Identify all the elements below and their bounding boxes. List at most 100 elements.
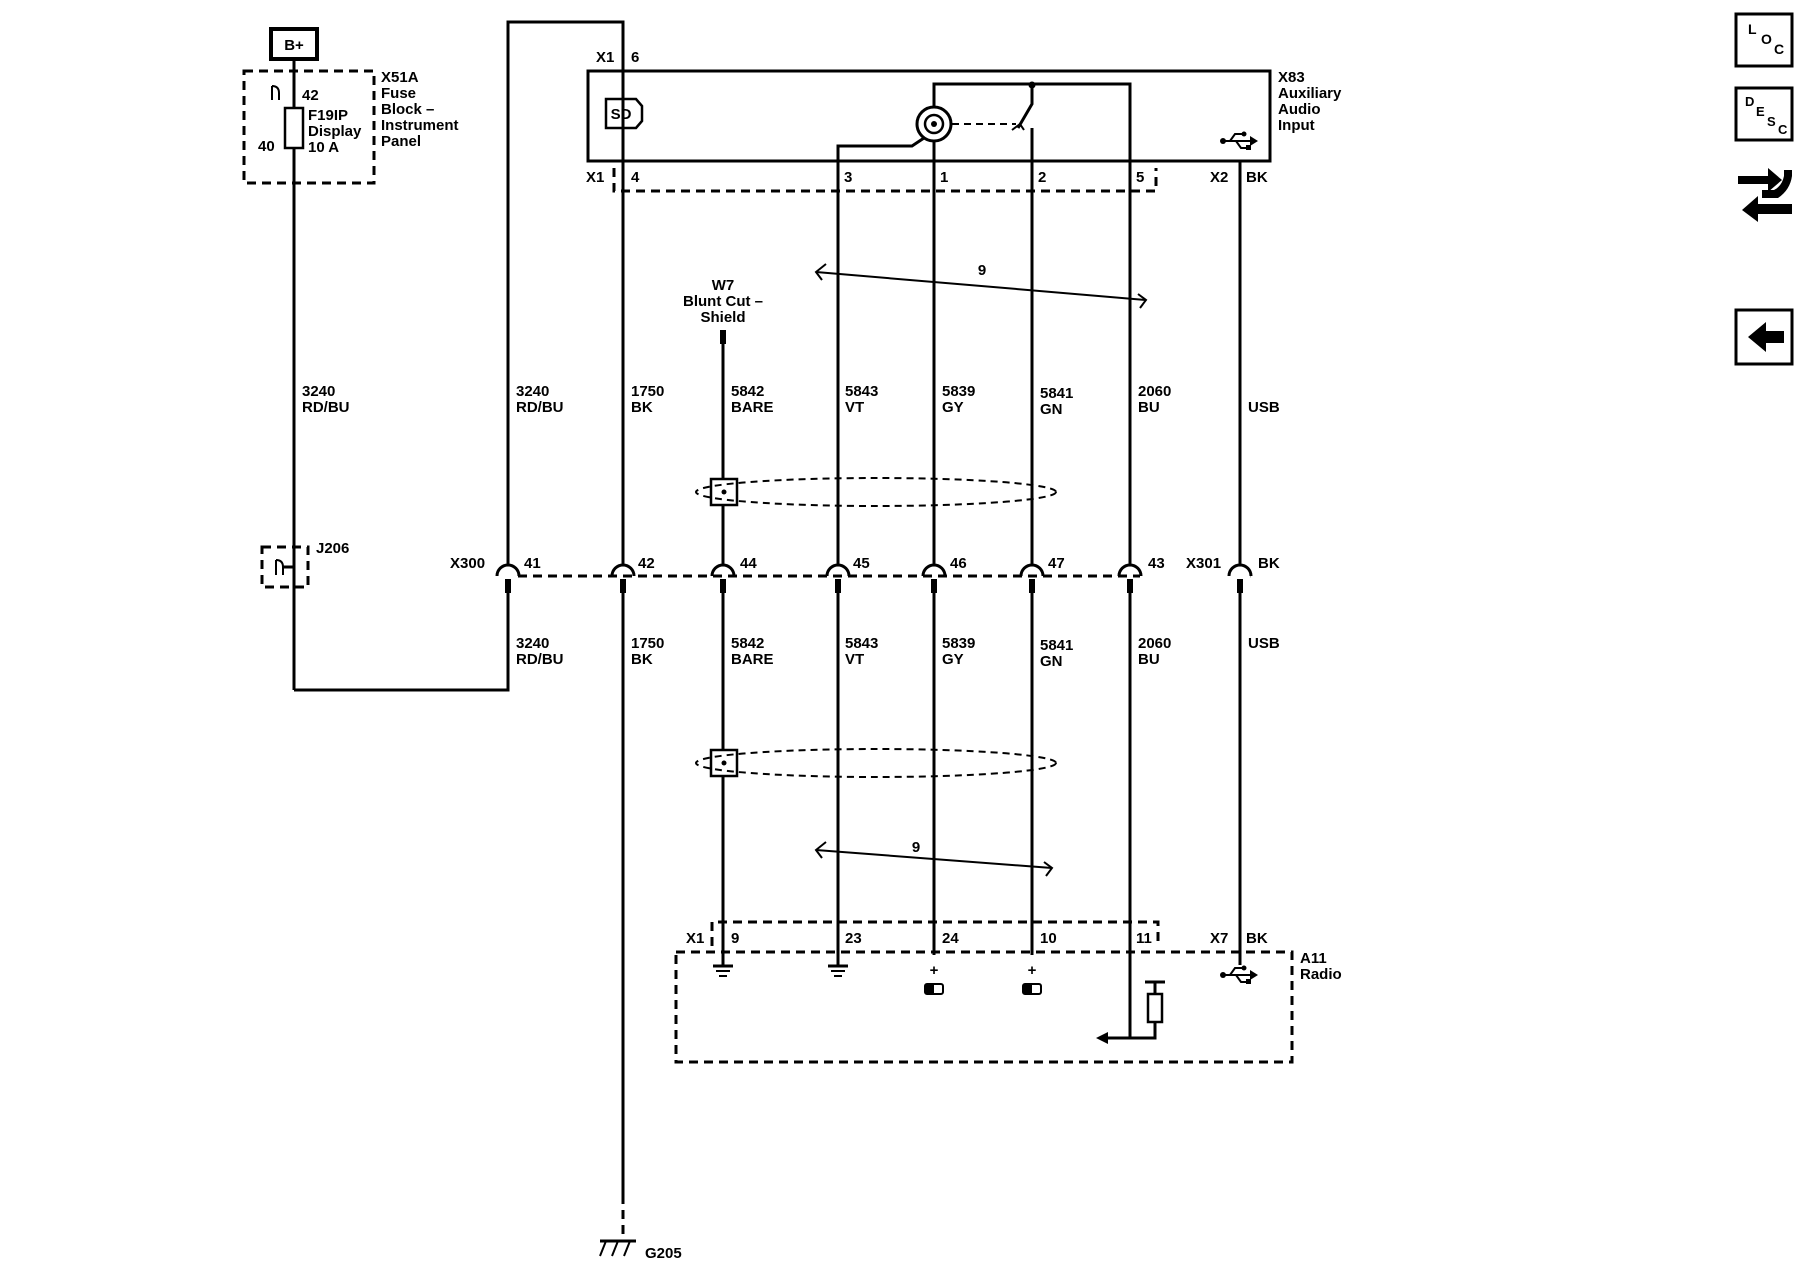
back-arrow-icon (1748, 322, 1784, 352)
shield-w7: W7 Blunt Cut – Shield (683, 277, 763, 344)
twisted-pair-upper: 9 (814, 262, 1148, 309)
wire-label-47-lower-circuit: 5841 (1040, 637, 1073, 654)
aux-x1-top-label: X1 (596, 49, 614, 66)
x300-pin-41: 41 (524, 555, 541, 572)
wire-label-41-upper-circuit: 3240 (516, 383, 549, 400)
wire-label-41-lower-circuit: 3240 (516, 635, 549, 652)
connector-info-button[interactable] (1738, 168, 1792, 222)
radio-name: Radio (1300, 966, 1342, 983)
aux-input-name-1: Auxiliary (1278, 85, 1342, 102)
fuse-block-name-4: Panel (381, 133, 421, 150)
wire-label-42-lower-color: BK (631, 651, 653, 668)
wire-label-46-lower-circuit: 5839 (942, 635, 975, 652)
wire-label-42-upper-circuit: 1750 (631, 383, 664, 400)
radio-plus-1: + (930, 962, 939, 979)
wire-label-42-upper-color: BK (631, 399, 653, 416)
x300-pin-46: 46 (950, 555, 967, 572)
desc-letter-s: S (1767, 114, 1776, 129)
x301-color: BK (1258, 555, 1280, 572)
radio-x7-label: X7 (1210, 930, 1228, 947)
b-plus-label: B+ (284, 37, 304, 54)
wire-label-44-upper-color: BARE (731, 399, 774, 416)
radio-plus-2: + (1028, 962, 1037, 979)
radio-pin-11: 11 (1136, 930, 1152, 947)
aux-pin-2: 2 (1038, 169, 1046, 186)
ground-label: G205 (645, 1245, 682, 1262)
aux-pin-5: 5 (1136, 169, 1144, 186)
radio-pin-24: 24 (942, 930, 959, 947)
sd-label: SD (611, 106, 632, 123)
inline-connector-x300: X300 41 42 44 45 46 47 43 X301 BK (450, 555, 1280, 578)
wire-label-left-circuit: 3240 (302, 383, 335, 400)
aux-input-name-3: Input (1278, 117, 1315, 134)
wire-label-43-lower-circuit: 2060 (1138, 635, 1171, 652)
x300-pin-42: 42 (638, 555, 655, 572)
loc-letter-l: L (1748, 21, 1757, 37)
splice-j206: J206 (260, 540, 349, 589)
shield-label-2: Blunt Cut – (683, 293, 763, 310)
fuse-f19ip (283, 106, 305, 150)
aux-x2-color: BK (1246, 169, 1268, 186)
wire-label-44-upper-circuit: 5842 (731, 383, 764, 400)
connector-arrows-icon (1738, 168, 1782, 192)
fuse-label-2: Display (308, 123, 362, 140)
fuse-block-id: X51A (381, 69, 419, 86)
radio-pin-23: 23 (845, 930, 862, 947)
x300-pin-47: 47 (1048, 555, 1065, 572)
aux-input-name-2: Audio (1278, 101, 1321, 118)
x301-label: X301 (1186, 555, 1221, 572)
radio-x7-color: BK (1246, 930, 1268, 947)
x300-pin-45: 45 (853, 555, 870, 572)
twist-label-upper: 9 (978, 262, 986, 279)
ground-g205: G205 (599, 1239, 682, 1262)
radio-x1-label: X1 (686, 930, 704, 947)
loc-button[interactable]: L O C (1734, 12, 1794, 68)
loc-letter-c: C (1774, 41, 1784, 57)
x300-pin-43: 43 (1148, 555, 1165, 572)
wire-label-left-color: RD/BU (302, 399, 350, 416)
resistor-icon (1146, 992, 1164, 1024)
aux-x1-label: X1 (586, 169, 604, 186)
wire-label-47-lower-color: GN (1040, 653, 1063, 670)
fuse-block-name-3: Instrument (381, 117, 459, 134)
fuse-pin-40: 40 (258, 138, 275, 155)
chassis-ground-icon (713, 964, 733, 977)
desc-letter-e: E (1756, 104, 1765, 119)
aux-pin-3: 3 (844, 169, 852, 186)
radio-pin-10: 10 (1040, 930, 1057, 947)
aux-x1-connector-outline (612, 168, 1158, 193)
aux-input-x83: X83 Auxiliary Audio Input X1 6 SD (586, 49, 1342, 193)
splice-label: J206 (316, 540, 349, 557)
aux-pin-6: 6 (631, 49, 639, 66)
shield-wrap-lower (695, 748, 1057, 778)
wire-label-47-upper-circuit: 5841 (1040, 385, 1073, 402)
usb-icon-aux (1220, 131, 1258, 150)
wire-label-43-upper-color: BU (1138, 399, 1160, 416)
wire-label-46-lower-color: GY (942, 651, 964, 668)
loc-letter-o: O (1761, 31, 1772, 47)
fuse-block-name-2: Block – (381, 101, 434, 118)
fuse-block-name-1: Fuse (381, 85, 416, 102)
wire-label-41-lower-color: RD/BU (516, 651, 564, 668)
twist-label-lower: 9 (912, 839, 920, 856)
wire-label-43-lower-color: BU (1138, 651, 1160, 668)
shield-label-3: Shield (700, 309, 745, 326)
wire-label-46-upper-circuit: 5839 (942, 383, 975, 400)
wire-label-47-upper-color: GN (1040, 401, 1063, 418)
inline-terminals (495, 563, 1253, 593)
wire-label-42-lower-circuit: 1750 (631, 635, 664, 652)
desc-button[interactable]: D E S C (1734, 86, 1794, 142)
desc-letter-d: D (1745, 94, 1754, 109)
wire-label-44-lower-circuit: 5842 (731, 635, 764, 652)
aux-x2-label: X2 (1210, 169, 1228, 186)
power-source-b-plus: B+ (269, 27, 319, 61)
back-button[interactable] (1734, 308, 1794, 366)
wire-label-43-upper-circuit: 2060 (1138, 383, 1171, 400)
fuse-label-1: F19IP (308, 107, 348, 124)
radio-x1-connector-outline (710, 920, 1160, 946)
aux-pin-1: 1 (940, 169, 948, 186)
wire-label-41-upper-color: RD/BU (516, 399, 564, 416)
fuse-pin-42: 42 (302, 87, 319, 104)
fuse-block-x51a: X51A Fuse Block – Instrument Panel 42 F1… (242, 69, 459, 185)
